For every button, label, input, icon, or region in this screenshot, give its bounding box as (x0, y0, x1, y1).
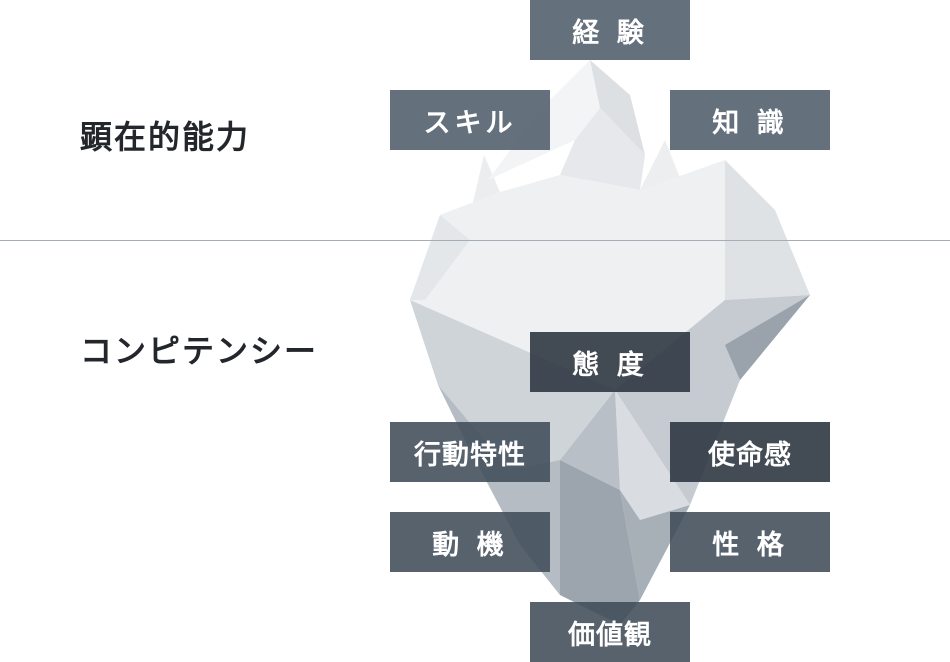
tag-values: 価値観 (530, 602, 690, 662)
tag-motivation: 動 機 (390, 512, 550, 572)
tag-skill: スキル (390, 90, 550, 150)
ice-center-shadow (560, 390, 620, 490)
waterline (0, 240, 950, 241)
ice-right-dark (725, 295, 810, 380)
ice-tip-left-shadow (470, 155, 500, 215)
tag-behavior: 行動特性 (390, 422, 550, 482)
ice-left-flank (410, 215, 470, 300)
competency-label: コンピテンシー (80, 332, 319, 370)
visible-ability-label: 顕在的能力 (80, 118, 251, 156)
tag-attitude: 態 度 (530, 332, 690, 392)
tag-experience: 経 験 (530, 0, 690, 60)
tag-mission: 使命感 (670, 422, 830, 482)
tag-knowledge: 知 識 (670, 90, 830, 150)
ice-tip-front (560, 108, 645, 190)
tag-personality: 性 格 (670, 512, 830, 572)
ice-bottom (560, 460, 640, 625)
ice-tip-right-block (725, 160, 810, 300)
ice-tip-peak-shade (590, 60, 645, 155)
ice-tip-right-notch (640, 140, 680, 190)
ice-center-facet (615, 390, 690, 520)
ice-mid-left (410, 300, 615, 470)
